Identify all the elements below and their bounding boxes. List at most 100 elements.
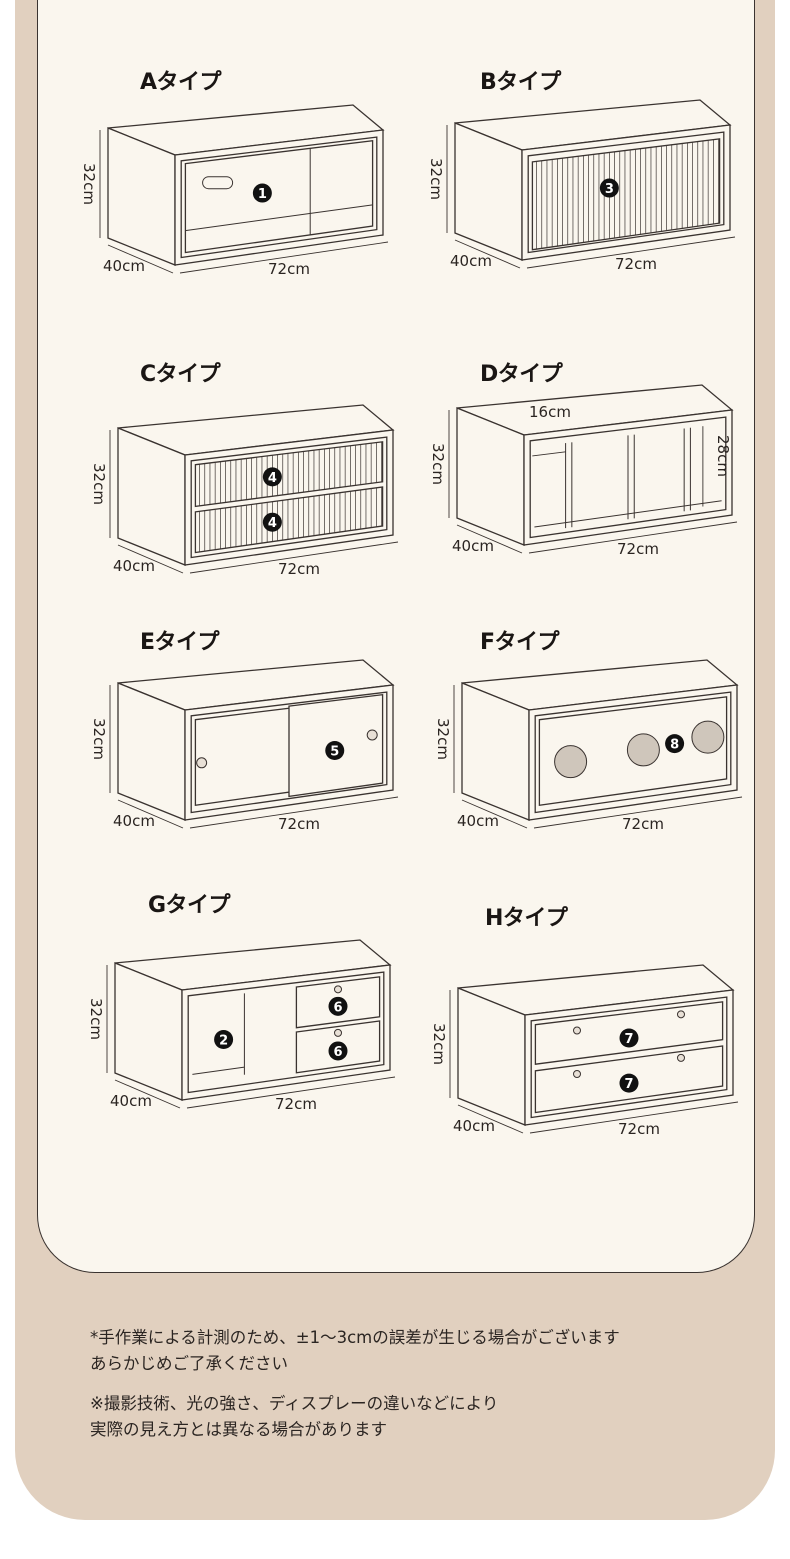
- depth-arrow: [461, 799, 528, 829]
- depth-arrow: [457, 1104, 524, 1134]
- type-title-b: Bタイプ: [480, 70, 561, 95]
- cabinet-diagram-b: 3 32cm 40cm 72cm: [427, 99, 755, 300]
- number-marker-icon: [328, 1041, 348, 1061]
- type-title-g: Gタイプ: [148, 893, 231, 918]
- sliding-door-left: [194, 706, 294, 807]
- number-marker-icon: [599, 178, 619, 198]
- note-text: あらかじめご了承ください: [90, 1354, 288, 1373]
- depth-label: 40cm: [450, 252, 492, 270]
- marker-number: 4: [268, 516, 277, 531]
- depth-arrow: [117, 544, 184, 574]
- marker-number: 6: [333, 1045, 342, 1060]
- width-arrow: [526, 236, 736, 269]
- depth-label: 40cm: [110, 1092, 152, 1110]
- cabinet-drawing: 77: [449, 964, 739, 1134]
- width-label: 72cm: [275, 1095, 317, 1113]
- type-title-e: Eタイプ: [140, 630, 220, 655]
- depth-arrow: [456, 524, 523, 554]
- depth-label: 40cm: [453, 1117, 495, 1135]
- width-arrow: [529, 1101, 739, 1134]
- knob-icon: [677, 1053, 685, 1062]
- marker-number: 1: [258, 187, 267, 202]
- number-marker-icon: [325, 741, 345, 761]
- marker-number: 5: [330, 745, 339, 760]
- note-text: *手作業による計測のため、±1～3cmの誤差が生じる場合がございます: [90, 1328, 620, 1347]
- width-arrow: [186, 1076, 396, 1109]
- depth-label: 40cm: [452, 537, 494, 555]
- type-title-a: Aタイプ: [140, 70, 222, 95]
- height-label: 32cm: [427, 158, 445, 200]
- knob-icon: [334, 1028, 342, 1037]
- depth-label: 40cm: [103, 257, 145, 275]
- handle-icon: [202, 176, 234, 190]
- height-label: 32cm: [430, 1023, 448, 1065]
- width-arrow: [189, 541, 399, 574]
- note-measurement: *手作業による計測のため、±1～3cmの誤差が生じる場合がございます あらかじめ…: [90, 1325, 620, 1377]
- number-marker-icon: [252, 183, 272, 203]
- type-title-h: Hタイプ: [485, 906, 568, 931]
- marker-number: 7: [624, 1077, 633, 1092]
- width-label: 72cm: [618, 1120, 660, 1138]
- cabinet-drawing: 2 6 6: [106, 939, 396, 1109]
- drawer-top: [194, 441, 384, 508]
- depth-label: 40cm: [457, 812, 499, 830]
- shelf-line: [534, 500, 722, 528]
- cabinet-drawing: 3: [446, 99, 736, 269]
- depth-arrow: [117, 799, 184, 829]
- type-title-d: Dタイプ: [480, 362, 563, 387]
- knob-icon: [677, 1010, 685, 1019]
- type-title-c: Cタイプ: [140, 362, 221, 387]
- knob-icon: [366, 729, 378, 741]
- shelf-line: [185, 204, 373, 232]
- depth-arrow: [454, 239, 521, 269]
- round-window: [554, 745, 588, 779]
- inner-width-arrow: [532, 451, 566, 457]
- marker-number: 2: [219, 1034, 228, 1049]
- number-marker-icon: [262, 512, 282, 532]
- cabinet-drawing: 5: [109, 659, 399, 829]
- round-window: [691, 720, 725, 754]
- marker-number: 3: [605, 182, 614, 197]
- note-text: ※撮影技術、光の強さ、ディスプレーの違いなどにより: [90, 1394, 499, 1413]
- marker-number: 6: [333, 1000, 342, 1015]
- knob-icon: [196, 757, 208, 769]
- drawer-bottom: [194, 486, 384, 554]
- inner-height-label: 28cm: [714, 435, 732, 477]
- depth-label: 40cm: [113, 557, 155, 575]
- cabinet-drawing: 1: [99, 104, 389, 274]
- number-marker-icon: [619, 1073, 639, 1093]
- note-text: 実際の見え方とは異なる場合があります: [90, 1420, 387, 1439]
- knob-icon: [334, 985, 342, 994]
- height-label: 32cm: [90, 718, 108, 760]
- cabinet-drawing: 44: [109, 404, 399, 574]
- height-label: 32cm: [434, 718, 452, 760]
- depth-arrow: [107, 244, 174, 274]
- height-label: 32cm: [80, 163, 98, 205]
- knob-icon: [573, 1070, 581, 1078]
- number-marker-icon: [214, 1030, 234, 1049]
- width-arrow: [528, 521, 738, 554]
- type-title-f: Fタイプ: [480, 630, 560, 655]
- cabinet-drawing: 8: [453, 659, 743, 829]
- width-label: 72cm: [617, 540, 659, 558]
- number-marker-icon: [619, 1028, 639, 1048]
- width-label: 72cm: [278, 560, 320, 578]
- marker-number: 7: [624, 1032, 633, 1047]
- notes: *手作業による計測のため、±1～3cmの誤差が生じる場合がございます あらかじめ…: [90, 1325, 620, 1457]
- width-arrow: [189, 796, 399, 829]
- width-arrow: [533, 796, 743, 829]
- width-arrow: [179, 241, 389, 274]
- number-marker-icon: [665, 734, 685, 754]
- number-marker-icon: [328, 996, 348, 1016]
- height-label: 32cm: [90, 463, 108, 505]
- height-label: 32cm: [87, 998, 105, 1040]
- round-window: [626, 733, 660, 767]
- width-label: 72cm: [615, 255, 657, 273]
- depth-label: 40cm: [113, 812, 155, 830]
- cabinet-drawing: [448, 384, 738, 554]
